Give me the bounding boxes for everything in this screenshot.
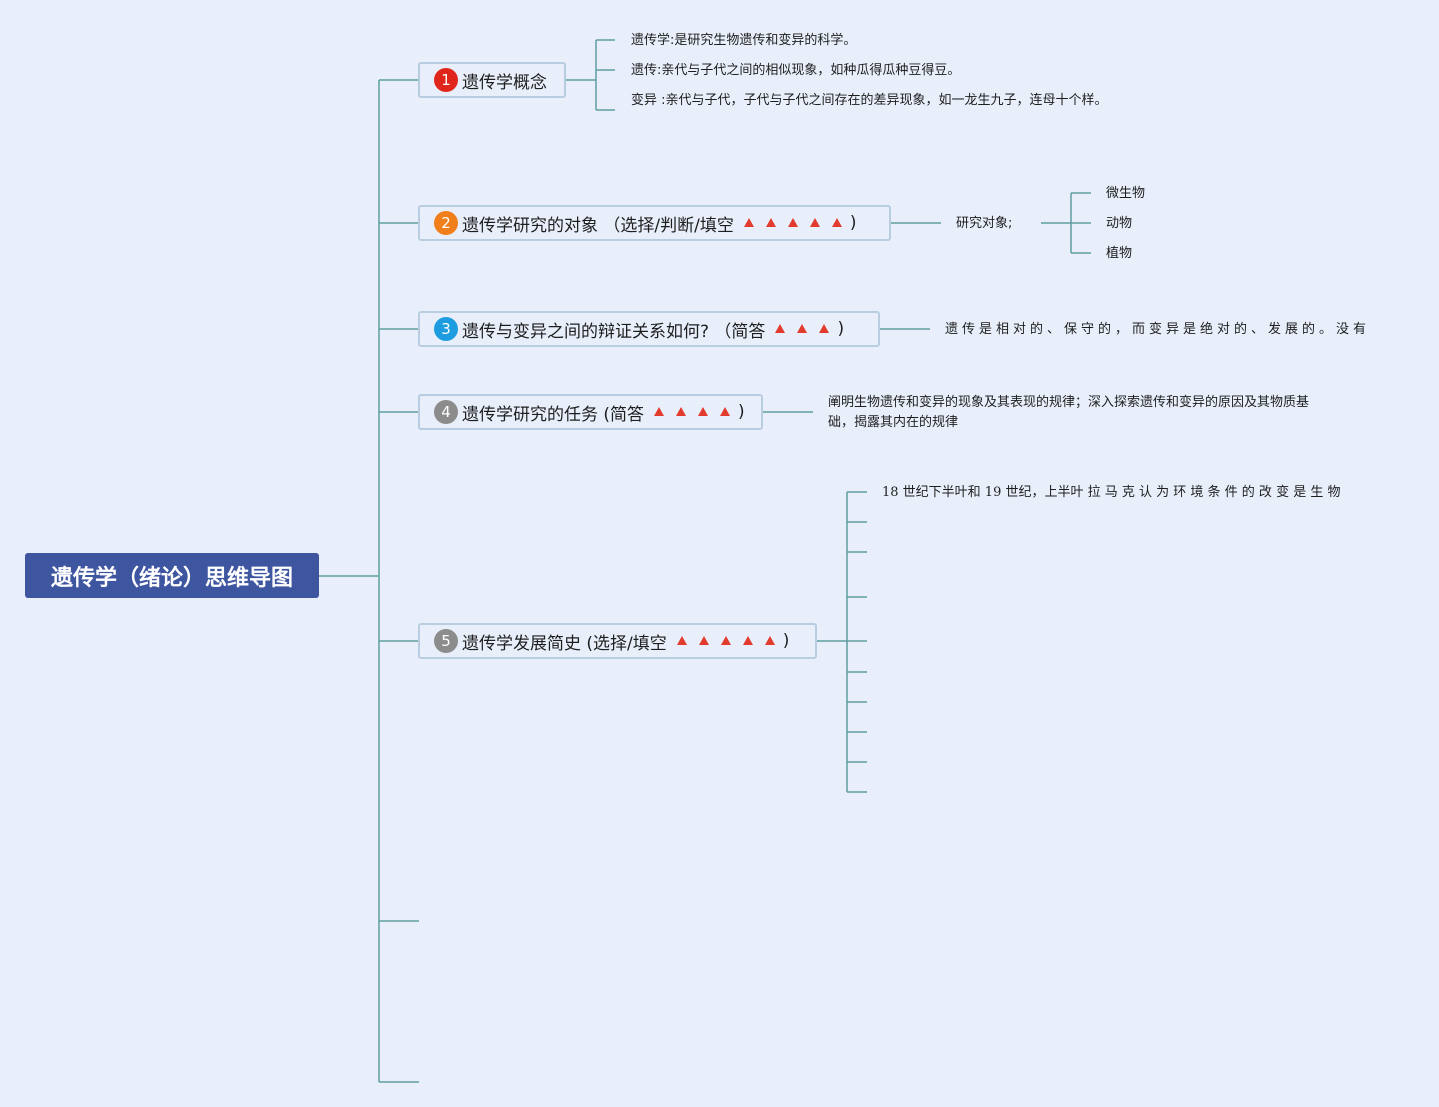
red-triangle-icon (765, 217, 776, 227)
concept-genetics-definition[interactable]: 遗传学:是研究生物遗传和变异的科学。 (631, 33, 857, 48)
number-badge: 5 (434, 629, 458, 653)
topic-label: 遗传学概念 (462, 72, 547, 93)
root-topic[interactable]: 遗传学（绪论）思维导图 (25, 553, 319, 598)
topic-development-history[interactable]: 5 遗传学发展简史 (选择/填空 ) (418, 623, 817, 659)
object-plant[interactable]: 植物 (1106, 246, 1133, 261)
object-animal[interactable]: 动物 (1106, 216, 1133, 231)
concept-variation-definition[interactable]: 变异 :亲代与子代，子代与子代之间存在的差异现象，如一龙生九子，连母十个样。 (631, 93, 1108, 108)
research-task-answer[interactable]: 阐明生物遗传和变异的现象及其表现的规律；深入探索遗传和变异的原因及其物质基础，揭… (828, 395, 1310, 430)
red-triangle-icon (720, 406, 731, 416)
importance-stars (671, 631, 781, 651)
red-triangle-icon (831, 217, 842, 227)
number-badge: 4 (434, 400, 458, 424)
red-triangle-icon (720, 635, 731, 645)
topic-dialectic-relation[interactable]: 3 遗传与变异之间的辩证关系如何? （简答 ) (418, 311, 880, 347)
red-triangle-icon (809, 217, 820, 227)
topic-label: 遗传学研究的任务 (简答 (462, 404, 645, 425)
topic-label: 遗传学发展简史 (选择/填空 (462, 633, 667, 654)
red-triangle-icon (797, 323, 808, 333)
red-triangle-icon (787, 217, 798, 227)
red-triangle-icon (698, 406, 709, 416)
red-triangle-icon (819, 323, 830, 333)
concept-heredity-definition[interactable]: 遗传:亲代与子代之间的相似现象，如种瓜得瓜种豆得豆。 (631, 63, 961, 78)
number-badge: 2 (434, 211, 458, 235)
history-item[interactable]: 18 世纪下半叶和 19 世纪，上半叶 拉 马 克 认 为 环 境 条 件 的 … (882, 485, 1341, 500)
close-paren: ) (738, 402, 745, 422)
number-badge: 1 (434, 68, 458, 92)
topic-research-tasks[interactable]: 4 遗传学研究的任务 (简答 ) (418, 394, 763, 430)
red-triangle-icon (676, 406, 687, 416)
importance-stars (648, 402, 736, 422)
topic-genetics-concept[interactable]: 1 遗传学概念 (418, 62, 566, 98)
object-microorganism[interactable]: 微生物 (1106, 186, 1146, 201)
close-paren: ) (849, 213, 857, 233)
red-triangle-icon (698, 635, 709, 645)
red-triangle-icon (676, 635, 687, 645)
number-badge: 3 (434, 317, 458, 341)
red-triangle-icon (743, 217, 754, 227)
research-objects-label[interactable]: 研究对象; (956, 216, 1013, 231)
red-triangle-icon (764, 635, 775, 645)
red-triangle-icon (775, 323, 786, 333)
topic-label: 遗传学研究的对象 （选择/判断/填空 (462, 215, 734, 236)
red-triangle-icon (742, 635, 753, 645)
dialectic-answer[interactable]: 遗传是相对的、保守的，而变异是绝对的、发展的。没有 (945, 322, 1371, 337)
topic-label: 遗传与变异之间的辩证关系如何? （简答 (462, 321, 766, 342)
importance-stars (738, 213, 848, 233)
topic-research-objects[interactable]: 2 遗传学研究的对象 （选择/判断/填空 ) (418, 205, 891, 241)
importance-stars (769, 319, 835, 339)
red-triangle-icon (654, 406, 665, 416)
close-paren: ) (782, 631, 790, 651)
close-paren: ) (837, 319, 845, 339)
